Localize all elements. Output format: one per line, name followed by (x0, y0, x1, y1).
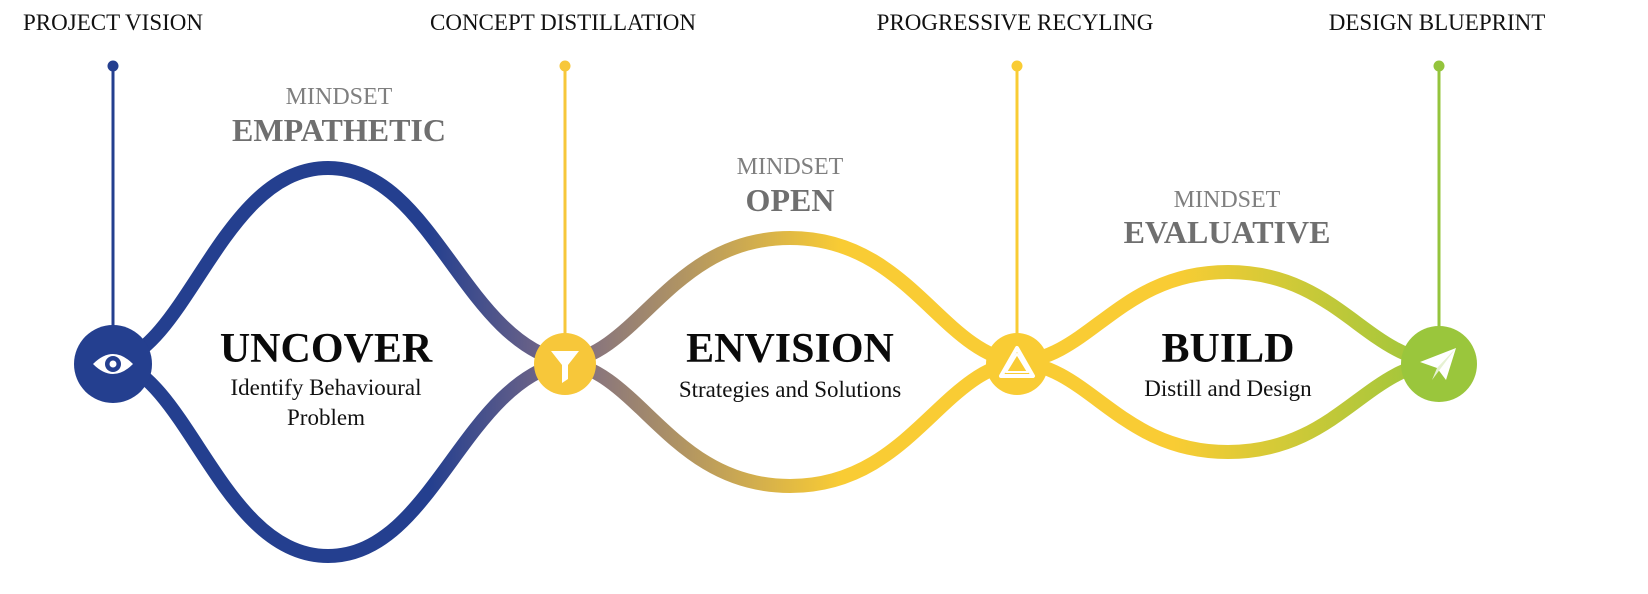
mindset-label: MINDSET (737, 154, 844, 180)
phase-envision: MINDSET OPEN ENVISION Strategies and Sol… (679, 154, 901, 402)
build-lower-arc (1010, 355, 1447, 460)
envision-lower-arc (558, 355, 1024, 494)
phase-subtitle: Problem (287, 405, 365, 430)
funnel-icon (551, 351, 579, 383)
phase-subtitle: Strategies and Solutions (679, 377, 901, 402)
phase-subtitle: Distill and Design (1144, 376, 1312, 401)
milestone-design-blueprint: DESIGN BLUEPRINT (1329, 10, 1546, 402)
mindset-label: MINDSET (286, 84, 393, 110)
milestone-label: DESIGN BLUEPRINT (1329, 10, 1546, 35)
recycle-icon (999, 346, 1035, 378)
milestone-label: CONCEPT DISTILLATION (430, 10, 696, 35)
uncover-lower-arc (111, 355, 572, 564)
milestone-project-vision: PROJECT VISION (23, 10, 203, 403)
phase-title: ENVISION (686, 326, 894, 372)
phase-uncover: MINDSET EMPATHETIC UNCOVER Identify Beha… (220, 84, 446, 430)
milestone-concept-distillation: CONCEPT DISTILLATION (430, 10, 696, 395)
phase-subtitle: Identify Behavioural (231, 375, 422, 400)
phase-title: UNCOVER (220, 326, 433, 372)
milestone-node (986, 333, 1048, 395)
phase-title: BUILD (1161, 326, 1294, 372)
eye-icon (93, 354, 133, 374)
phase-build: MINDSET EVALUATIVE BUILD Distill and Des… (1124, 187, 1331, 401)
envision-upper-arc (558, 230, 1024, 369)
milestone-dot (559, 60, 571, 72)
milestone-progressive-recycling: PROGRESSIVE RECYLING (877, 10, 1154, 395)
milestone-dot (1433, 60, 1445, 72)
mindset-label: MINDSET (1174, 187, 1281, 213)
milestone-dot (1011, 60, 1023, 72)
mindset-value: EVALUATIVE (1124, 214, 1331, 250)
milestone-label: PROGRESSIVE RECYLING (877, 10, 1154, 35)
process-flow-paths (111, 160, 1447, 564)
milestone-label: PROJECT VISION (23, 10, 203, 35)
mindset-value: OPEN (746, 182, 835, 218)
paper-plane-icon (1420, 348, 1456, 380)
build-upper-arc (1010, 264, 1447, 369)
milestone-dot (107, 60, 119, 72)
mindset-value: EMPATHETIC (232, 112, 446, 148)
uncover-upper-arc (111, 160, 572, 369)
